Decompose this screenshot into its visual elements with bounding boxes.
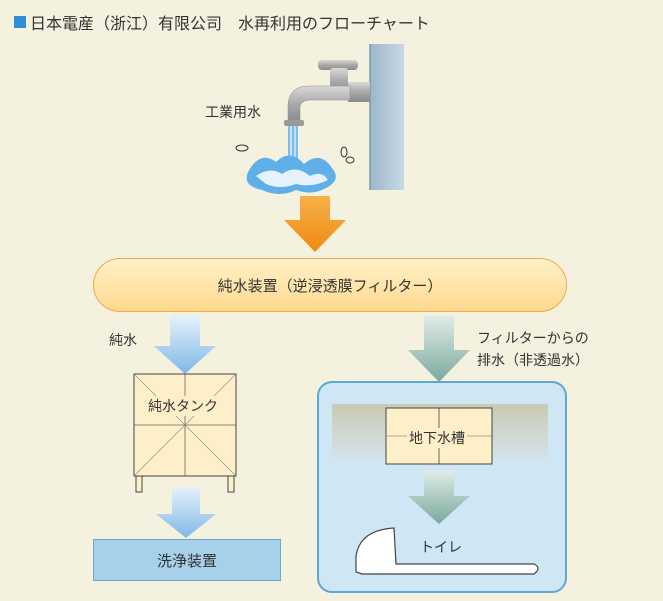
filter-drain-label-2: 排水（非透過水）: [477, 353, 589, 369]
toilet-label: トイレ: [420, 540, 462, 556]
orange-arrow: [284, 196, 346, 252]
main-device-box: 純水装置（逆浸透膜フィルター）: [93, 258, 567, 312]
main-device-label: 純水装置（逆浸透膜フィルター）: [217, 276, 443, 295]
page-title: 日本電産（浙江）有限公司 水再利用のフローチャート: [14, 10, 430, 34]
water-stream-icon: [235, 126, 355, 194]
title-text: 日本電産（浙江）有限公司 水再利用のフローチャート: [30, 14, 430, 33]
drain-arrow: [408, 316, 470, 382]
wash-arrow: [156, 488, 216, 538]
pure-tank-icon: [133, 373, 237, 493]
wash-device-label: 洗浄装置: [156, 551, 217, 570]
toilet-icon: [355, 527, 539, 575]
pure-tank-label: 純水タンク: [146, 396, 220, 416]
industrial-water-label: 工業用水: [205, 105, 261, 121]
filter-drain-label-1: フィルターからの: [477, 331, 589, 347]
wash-device-box: 洗浄装置: [93, 539, 281, 581]
wall: [370, 44, 404, 190]
pure-water-arrow: [154, 316, 216, 374]
faucet-icon: [284, 60, 370, 126]
title-square-icon: [14, 16, 26, 28]
underground-tank-label: 地下水槽: [407, 428, 467, 448]
toilet-arrow: [408, 470, 470, 524]
pure-water-label: 純水: [109, 333, 137, 349]
